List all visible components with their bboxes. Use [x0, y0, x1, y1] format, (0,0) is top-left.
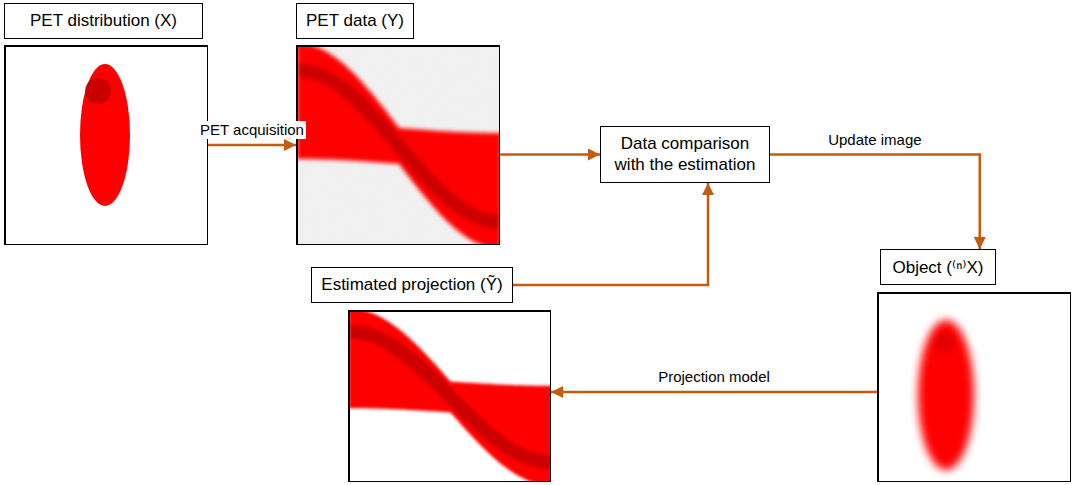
- ellipse-phantom: [918, 320, 974, 470]
- edge-label: PET acquisition: [198, 121, 306, 139]
- flow-arrow: [513, 183, 708, 285]
- image-frame: [298, 47, 501, 246]
- illustration: [296, 45, 500, 245]
- image-frame: [879, 294, 1072, 483]
- illustration: [877, 292, 1071, 482]
- hot-spot: [934, 333, 954, 353]
- illustration: [4, 45, 208, 245]
- panel-title: Object (⁽ⁿ⁾X): [880, 249, 996, 285]
- illustration: [348, 310, 551, 482]
- ellipse-phantom: [80, 64, 130, 206]
- image-panel: PET distribution (X): [4, 3, 208, 245]
- hot-spot-trace: [297, 70, 500, 222]
- panel-title: PET distribution (X): [4, 3, 203, 39]
- flow-arrow: [551, 391, 877, 394]
- image-panel: Estimated projection (Ỹ): [311, 267, 551, 483]
- hot-spot-trace: [349, 332, 551, 463]
- sinogram: [349, 310, 551, 482]
- image-panel: PET data (Y): [296, 3, 500, 245]
- activity-ellipse: [918, 320, 974, 470]
- flow-arrow: [770, 155, 980, 250]
- hot-spot: [85, 78, 111, 104]
- sinogram-band: [349, 310, 551, 482]
- activity-ellipse: [80, 64, 130, 206]
- image-frame: [6, 47, 209, 246]
- edge-label: Projection model: [656, 368, 772, 386]
- image-panel: Object (⁽ⁿ⁾X): [877, 249, 1072, 483]
- sinogram-band: [297, 45, 500, 245]
- panel-title: PET data (Y): [296, 3, 414, 39]
- box-text: Data comparison with the estimation: [607, 134, 763, 175]
- flow-arrow: [500, 153, 600, 156]
- process-box: Data comparison with the estimation: [600, 126, 770, 183]
- edge-label: Update image: [826, 131, 923, 149]
- sinogram: [297, 45, 500, 245]
- flow-arrow: [208, 144, 296, 147]
- image-frame: [350, 312, 552, 483]
- panel-title: Estimated projection (Ỹ): [311, 267, 513, 303]
